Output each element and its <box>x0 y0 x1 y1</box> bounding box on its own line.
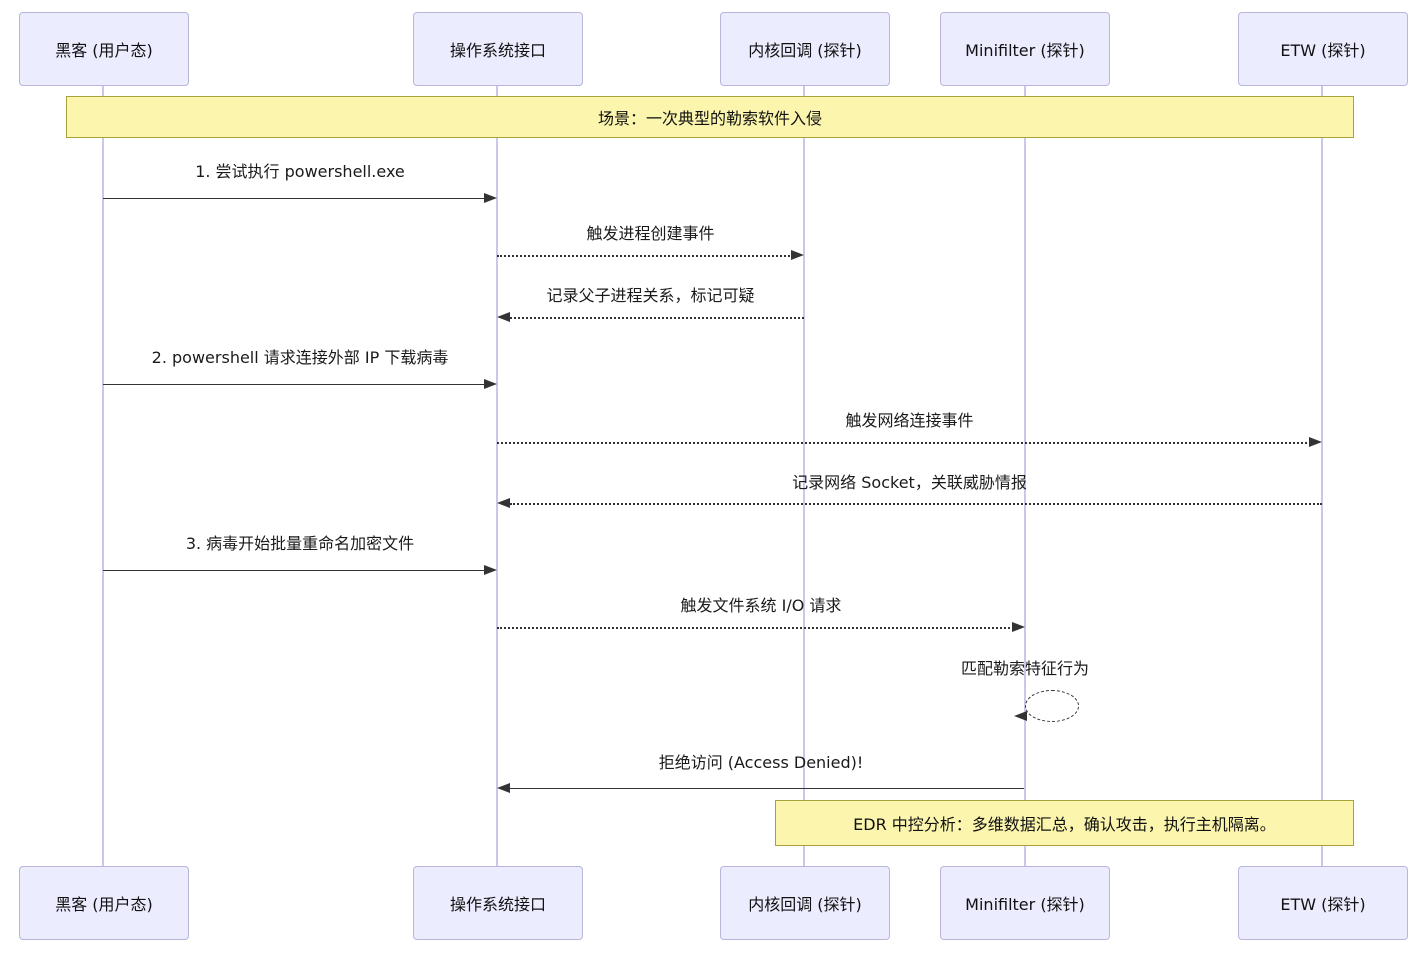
actor-label: Minifilter (探针) <box>965 41 1085 60</box>
arrowhead-right-icon <box>484 379 497 389</box>
message-label: 2. powershell 请求连接外部 IP 下载病毒 <box>151 348 449 367</box>
actor-bottom-os-api: 操作系统接口 <box>413 866 583 940</box>
message-arrow-line <box>497 627 1014 629</box>
arrowhead-right-icon <box>1012 622 1025 632</box>
actor-top-etw: ETW (探针) <box>1238 12 1408 86</box>
lifeline-kernel-callback <box>803 85 805 867</box>
message-arrow-line <box>510 503 1322 505</box>
scene-note: 场景：一次典型的勒索软件入侵 <box>66 96 1354 138</box>
actor-label: 黑客 (用户态) <box>55 895 153 914</box>
message-label: 触发文件系统 I/O 请求 <box>680 596 842 615</box>
actor-label: 内核回调 (探针) <box>748 41 862 60</box>
message-arrow-line <box>103 384 487 385</box>
arrowhead-right-icon <box>484 193 497 203</box>
actor-label: ETW (探针) <box>1280 41 1366 60</box>
arrowhead-right-icon <box>484 565 497 575</box>
lifeline-minifilter <box>1024 85 1026 867</box>
actor-label: ETW (探针) <box>1280 895 1366 914</box>
message-label: 触发网络连接事件 <box>845 411 974 430</box>
arrowhead-right-icon <box>1309 437 1322 447</box>
actor-bottom-hacker: 黑客 (用户态) <box>19 866 189 940</box>
arrowhead-left-icon <box>497 498 510 508</box>
actor-label: Minifilter (探针) <box>965 895 1085 914</box>
arrowhead-right-icon <box>791 250 804 260</box>
message-arrow-line <box>510 317 804 319</box>
message-label: 1. 尝试执行 powershell.exe <box>195 162 405 181</box>
lifeline-hacker <box>102 85 104 867</box>
message-label: 触发进程创建事件 <box>586 224 715 243</box>
message-label: 3. 病毒开始批量重命名加密文件 <box>185 534 415 553</box>
message-label: 记录网络 Socket，关联威胁情报 <box>792 473 1027 492</box>
actor-label: 操作系统接口 <box>449 895 546 914</box>
message-arrow-line <box>103 198 487 199</box>
arrowhead-left-icon <box>497 783 510 793</box>
message-label: 记录父子进程关系，标记可疑 <box>546 286 755 305</box>
actor-bottom-etw: ETW (探针) <box>1238 866 1408 940</box>
summary-note: EDR 中控分析：多维数据汇总，确认攻击，执行主机隔离。 <box>775 800 1354 846</box>
scene-note-text: 场景：一次典型的勒索软件入侵 <box>597 109 822 128</box>
actor-top-os-api: 操作系统接口 <box>413 12 583 86</box>
message-label: 拒绝访问 (Access Denied)! <box>658 753 864 772</box>
lifeline-etw <box>1321 85 1323 867</box>
actor-label: 操作系统接口 <box>449 41 546 60</box>
arrowhead-left-icon <box>497 312 510 322</box>
actor-bottom-kernel-callback: 内核回调 (探针) <box>720 866 890 940</box>
arrowhead-left-icon <box>1014 711 1027 721</box>
actor-top-minifilter: Minifilter (探针) <box>940 12 1110 86</box>
actor-bottom-minifilter: Minifilter (探针) <box>940 866 1110 940</box>
summary-note-text: EDR 中控分析：多维数据汇总，确认攻击，执行主机隔离。 <box>853 815 1276 834</box>
self-loop-curve <box>1025 690 1079 722</box>
actor-label: 黑客 (用户态) <box>55 41 153 60</box>
message-arrow-line <box>497 255 793 257</box>
lifeline-os-api <box>496 85 498 867</box>
message-arrow-line <box>510 788 1024 789</box>
actor-top-hacker: 黑客 (用户态) <box>19 12 189 86</box>
message-arrow-line <box>497 442 1311 444</box>
message-label: 匹配勒索特征行为 <box>960 659 1089 678</box>
actor-top-kernel-callback: 内核回调 (探针) <box>720 12 890 86</box>
message-arrow-line <box>103 570 487 571</box>
actor-label: 内核回调 (探针) <box>748 895 862 914</box>
